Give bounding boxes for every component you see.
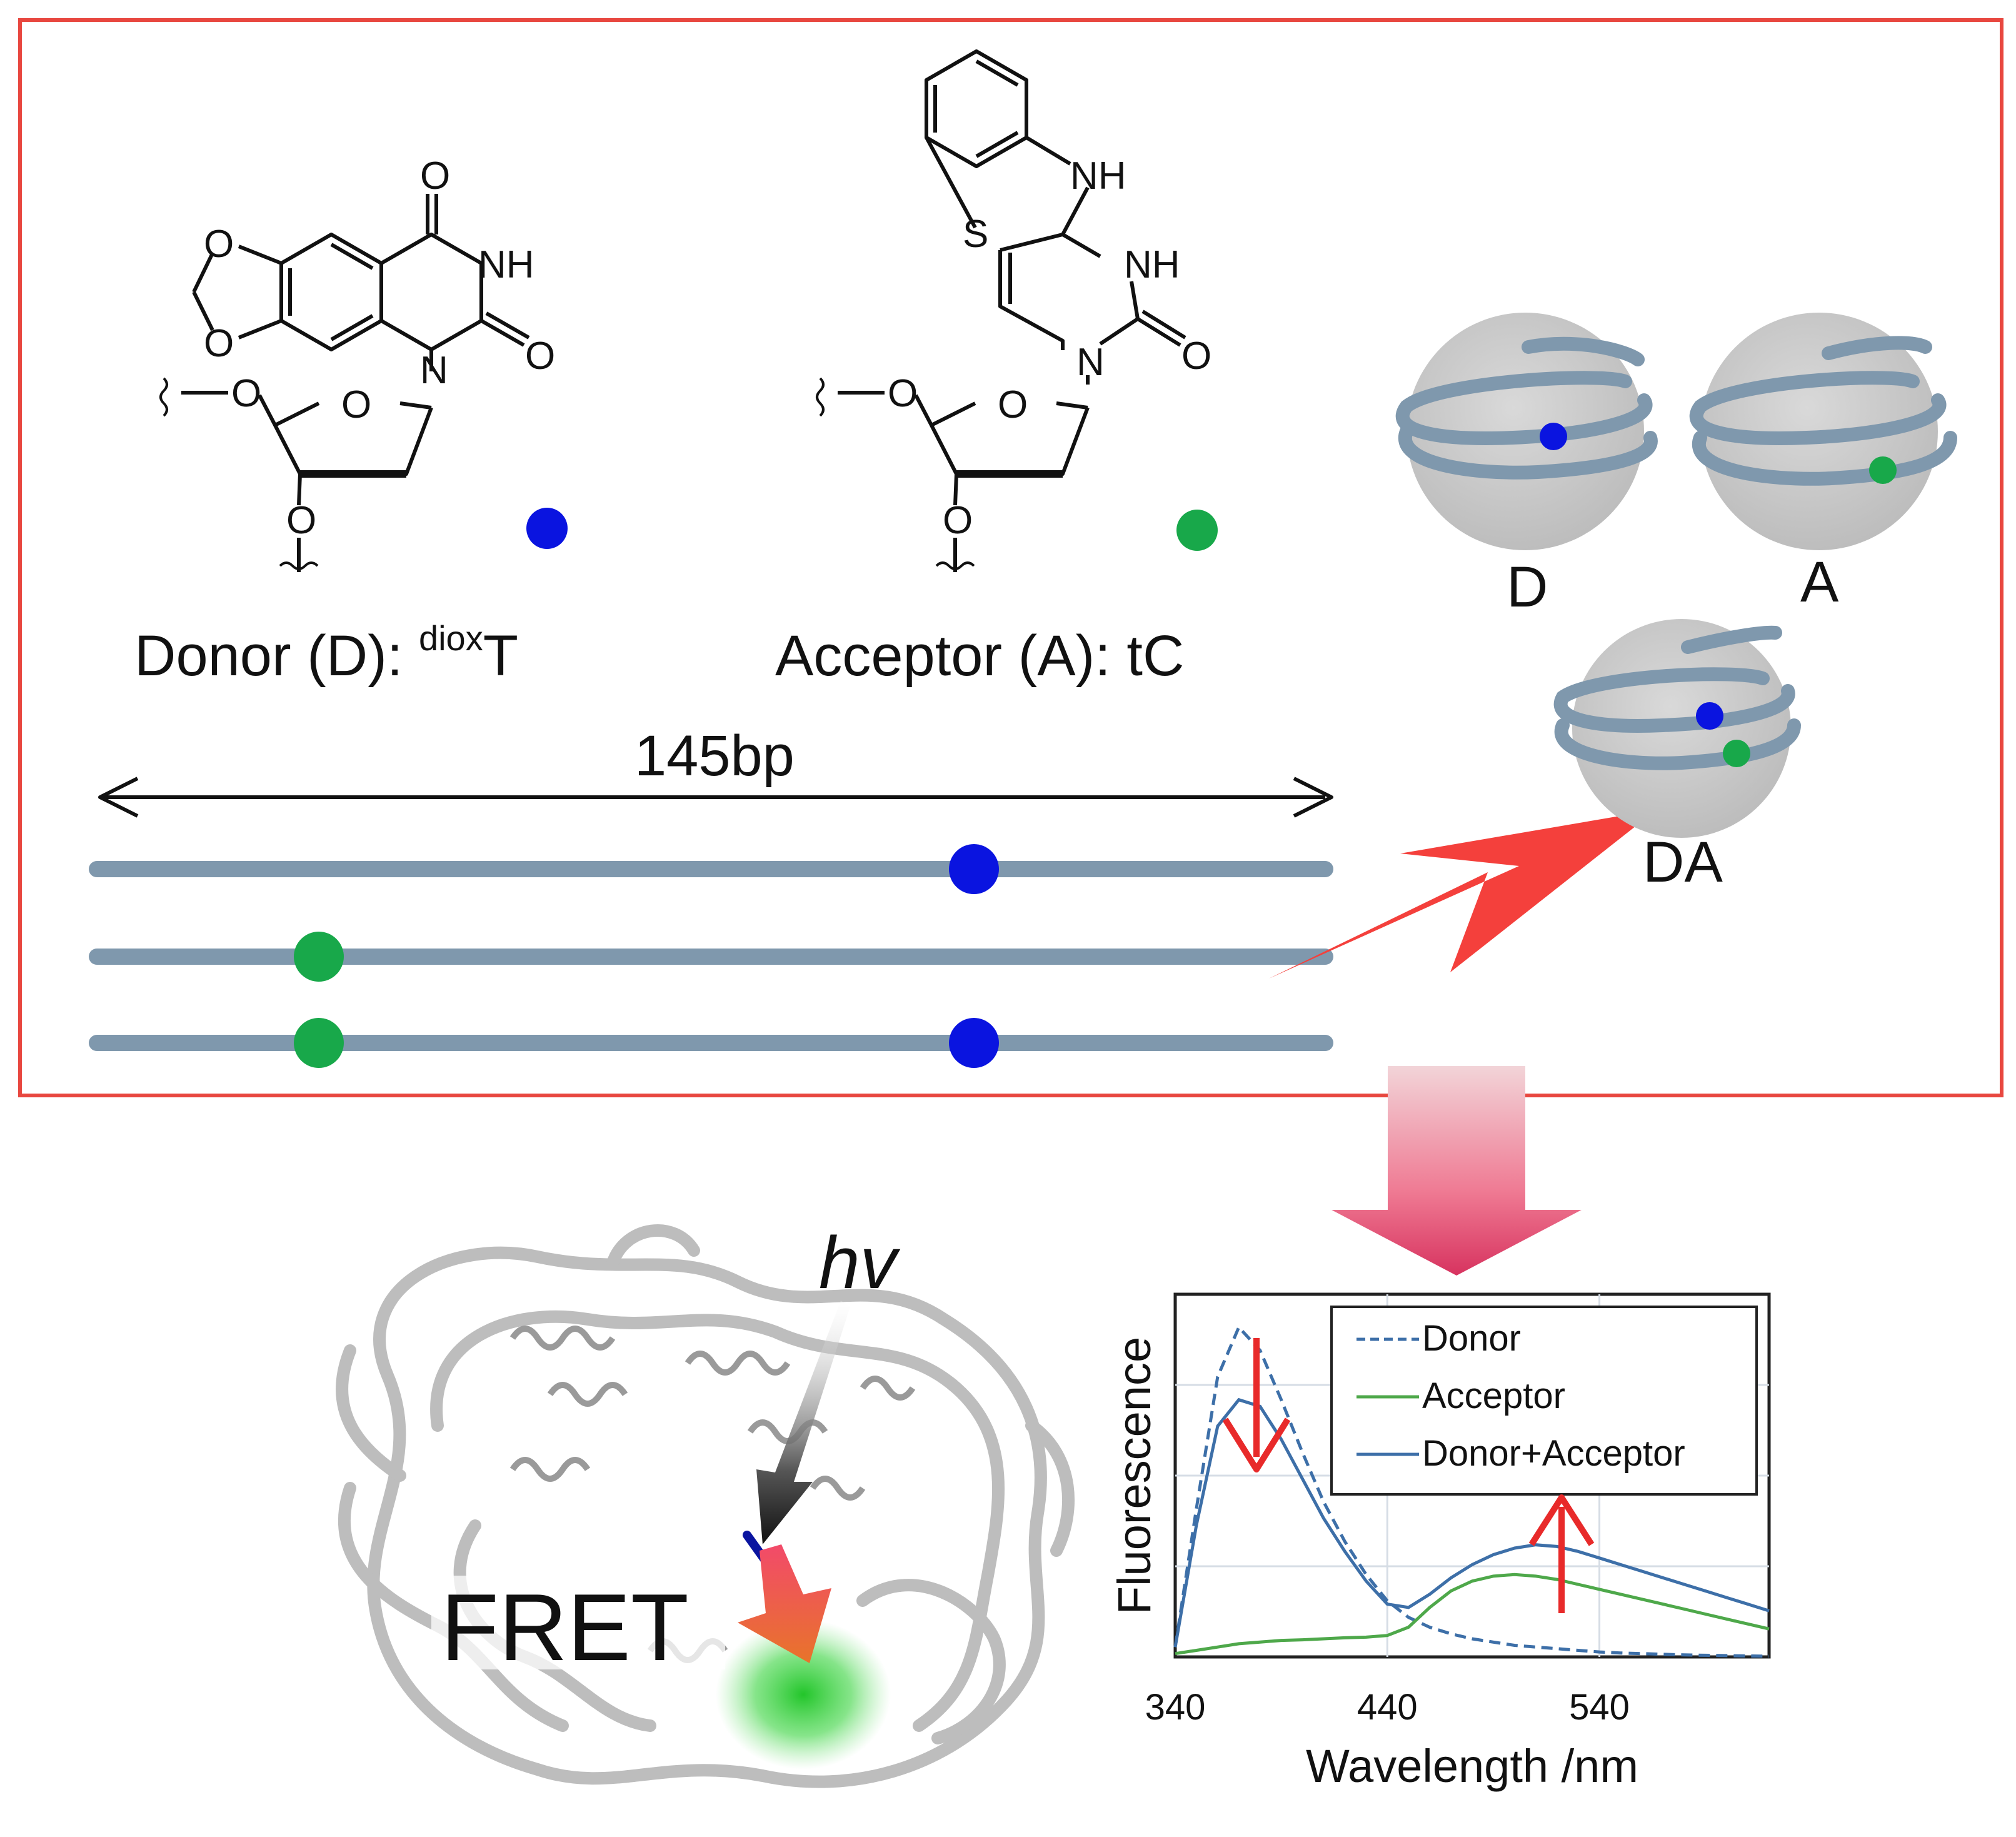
donor-atom-o-sugar: O xyxy=(341,383,371,426)
donor-label: Donor (D): dioxT xyxy=(134,618,518,688)
top-panel-frame xyxy=(18,18,2003,1097)
acceptor-atom-o-right: O xyxy=(1181,335,1211,378)
dna-donor-dot-1 xyxy=(949,844,999,894)
acceptor-label: Acceptor (A): tC xyxy=(775,624,1184,688)
dna-donor-dot-2 xyxy=(949,1018,999,1068)
series-line-2 xyxy=(1173,1397,1770,1648)
nucleosome-d-label: D xyxy=(1507,555,1548,619)
acceptor-atoms: NH S NH O N O O O xyxy=(888,154,1211,542)
legend-entry-0: Donor xyxy=(1422,1318,1521,1359)
donor-bold-bond xyxy=(300,470,406,478)
fret-label: FRET xyxy=(441,1574,689,1681)
legend-entry-2: Donor+Acceptor xyxy=(1422,1433,1685,1474)
donor-atom-o-ring2: O xyxy=(204,322,234,365)
measurement-arrow xyxy=(1331,1066,1582,1276)
quench-arrow-head xyxy=(1222,1417,1291,1472)
hv-label: hv xyxy=(819,1222,901,1304)
fret-arrow xyxy=(738,1544,831,1663)
dna-acceptor-dot-2 xyxy=(294,1018,344,1068)
x-axis-label: Wavelength /nm xyxy=(1306,1740,1638,1792)
series-line-0 xyxy=(1173,1324,1770,1658)
acceptor-glow xyxy=(716,1619,891,1769)
fret-label-backdrop xyxy=(431,1576,725,1669)
nucleosome-a-label: A xyxy=(1800,550,1839,614)
donor-atom-o-ring1: O xyxy=(204,223,234,266)
donor-label-superscript: diox xyxy=(419,618,483,658)
legend-entry-1: Acceptor xyxy=(1422,1376,1565,1416)
nucleosome-d xyxy=(1395,313,1658,550)
dna-acceptor-dot-1 xyxy=(294,932,344,982)
length-arrow-right-head xyxy=(1293,777,1333,818)
x-tick-label-0: 340 xyxy=(1145,1687,1206,1728)
acceptor-atom-nh-top: NH xyxy=(1070,154,1126,198)
nucleosome-da-label: DA xyxy=(1643,830,1723,894)
donor-structure xyxy=(159,194,530,572)
length-label: 145bp xyxy=(634,724,795,788)
length-arrow-left-head xyxy=(98,777,139,818)
donor-atoms: O NH O N O O O O O xyxy=(204,154,555,542)
acceptor-marker-dot xyxy=(1176,510,1218,551)
acceptor-structure xyxy=(816,49,1186,572)
acceptor-atom-n: N xyxy=(1076,341,1105,384)
nucleosome-structure xyxy=(336,1224,1075,1788)
acceptor-atom-nh: NH xyxy=(1124,243,1180,286)
acceptor-atom-o-sugar: O xyxy=(998,383,1028,426)
series-line-1 xyxy=(1175,1573,1770,1656)
donor-atom-n: N xyxy=(420,349,448,392)
excitation-arrow xyxy=(756,1301,850,1544)
acceptor-bold-bond xyxy=(956,470,1063,478)
nucleosome-da xyxy=(1553,619,1801,838)
donor-atom-nh: NH xyxy=(478,243,534,286)
dna-strands xyxy=(89,861,1333,1051)
acceptor-atom-o-3: O xyxy=(943,499,973,542)
donor-atom-o-right: O xyxy=(525,335,555,378)
donor-atom-o-top: O xyxy=(420,154,450,198)
acceptor-atom-o-5: O xyxy=(888,372,918,415)
assembly-arrow xyxy=(1269,810,1657,979)
donor-atom-o-3: O xyxy=(286,499,316,542)
x-tick-label-1: 440 xyxy=(1357,1687,1418,1728)
donor-marker-dot xyxy=(526,508,568,549)
x-tick-label-2: 540 xyxy=(1569,1687,1630,1728)
y-axis-label: Fluorescence xyxy=(1108,1337,1160,1614)
acceptor-atom-s: S xyxy=(963,213,988,256)
nucleosome-a xyxy=(1689,313,1957,550)
sensitize-arrow-head xyxy=(1528,1494,1595,1546)
donor-atom-o-5: O xyxy=(231,372,261,415)
donor-label-tail: T xyxy=(483,624,518,688)
